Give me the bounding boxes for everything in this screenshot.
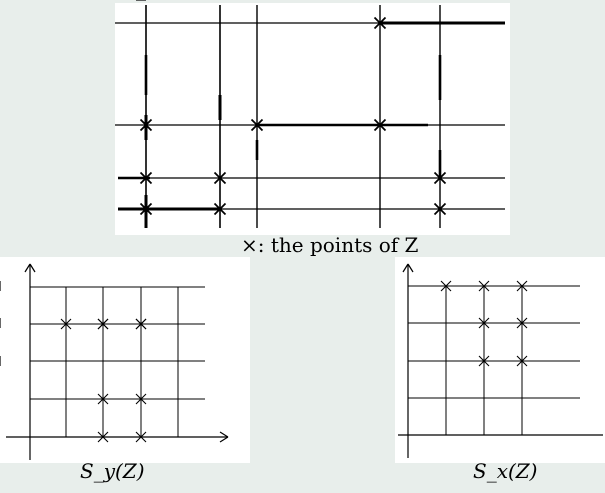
right-staircase-panel: [395, 257, 605, 463]
z-point-marker: [373, 118, 387, 132]
cross-stroke: [97, 431, 109, 443]
x-axis-arrowhead: [219, 436, 229, 443]
staircase-point-marker: [97, 431, 109, 443]
z-point-marker: [139, 202, 153, 216]
staircase-point-marker: [478, 280, 490, 292]
cross-stroke: [97, 318, 109, 330]
z-point-marker: [433, 171, 447, 185]
z-points-caption: ×: the points of Z: [241, 233, 418, 257]
z-point-marker: [250, 118, 264, 132]
cross-stroke: [373, 16, 387, 30]
y-axis-arrowhead: [24, 263, 31, 273]
staircase-point-marker: [516, 317, 528, 329]
cross-stroke: [373, 118, 387, 132]
caption-right-text: S_x(Z): [473, 459, 538, 483]
top-grid-panel: [115, 3, 510, 235]
cross-stroke: [135, 431, 147, 443]
cross-stroke: [478, 280, 490, 292]
cross-stroke: [516, 355, 528, 367]
staircase-sx-diagram: [0, 263, 603, 458]
z-point-marker: [139, 118, 153, 132]
cross-stroke: [135, 318, 147, 330]
cross-stroke: [139, 171, 153, 185]
cross-stroke: [139, 202, 153, 216]
y-axis-arrowhead: [407, 263, 414, 273]
cross-stroke: [433, 171, 447, 185]
staircase-point-marker: [97, 393, 109, 405]
staircase-point-marker: [97, 318, 109, 330]
z-point-marker: [213, 171, 227, 185]
z-point-marker: [433, 202, 447, 216]
z-point-marker: [213, 202, 227, 216]
staircase-point-marker: [478, 317, 490, 329]
sy-caption: S_y(Z): [80, 459, 145, 483]
cross-stroke: [516, 280, 528, 292]
cross-stroke: [478, 317, 490, 329]
staircase-point-marker: [478, 355, 490, 367]
z-point-marker: [139, 171, 153, 185]
caption-top-text: ×: the points of Z: [241, 233, 419, 257]
grid-with-z-points: [115, 5, 505, 228]
left-staircase-panel: [0, 257, 250, 463]
x-axis-arrowhead: [219, 431, 229, 438]
y-axis-arrowhead: [29, 263, 36, 273]
cross-stroke: [135, 393, 147, 405]
staircase-point-marker: [135, 318, 147, 330]
staircase-point-marker: [516, 355, 528, 367]
cross-stroke: [139, 118, 153, 132]
cross-stroke: [97, 393, 109, 405]
cross-stroke: [478, 355, 490, 367]
staircase-point-marker: [440, 280, 452, 292]
staircase-point-marker: [60, 318, 72, 330]
caption-left-text: S_y(Z): [80, 459, 145, 483]
cross-stroke: [440, 280, 452, 292]
staircase-point-marker: [516, 280, 528, 292]
cross-stroke: [213, 171, 227, 185]
cross-stroke: [60, 318, 72, 330]
z-point-marker: [373, 16, 387, 30]
cross-stroke: [213, 202, 227, 216]
staircase-point-marker: [135, 431, 147, 443]
sx-caption: S_x(Z): [473, 459, 537, 483]
cross-stroke: [433, 202, 447, 216]
cross-stroke: [250, 118, 264, 132]
cross-stroke: [516, 317, 528, 329]
staircase-sy-diagram: [6, 0, 229, 460]
staircase-point-marker: [135, 393, 147, 405]
y-axis-arrowhead: [402, 263, 409, 273]
